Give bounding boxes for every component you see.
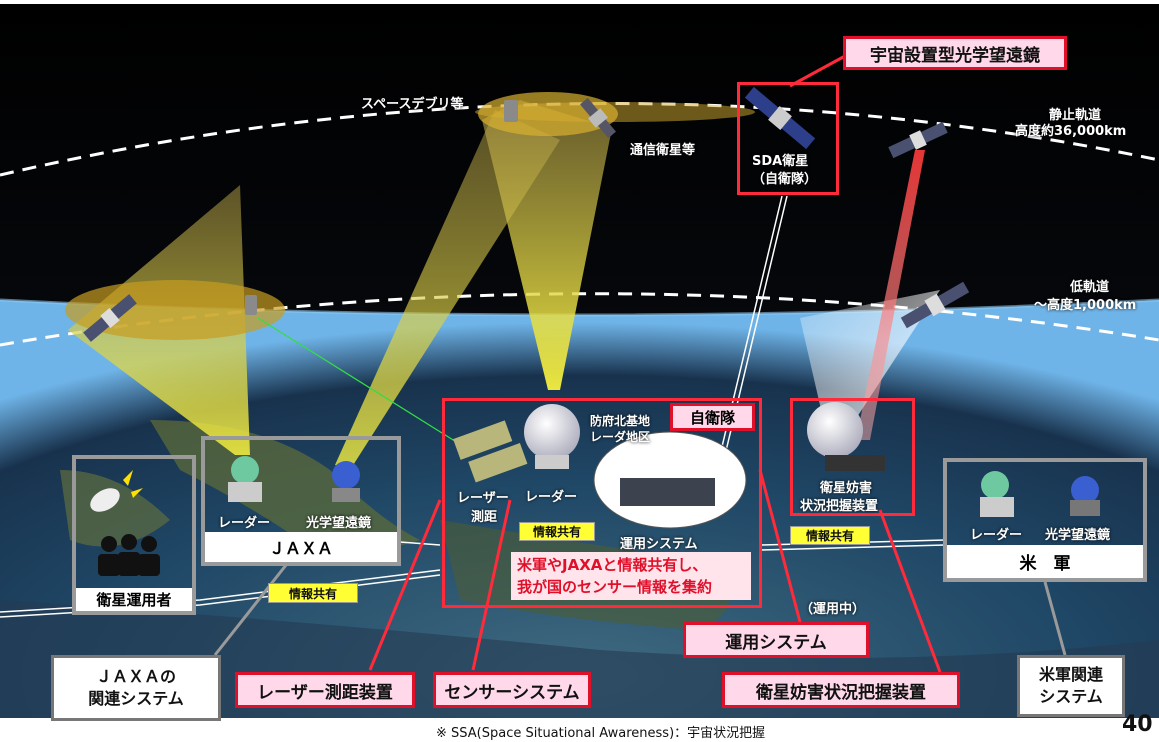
laser-label: レーザー bbox=[457, 491, 509, 506]
callout-space-telescope: 宇宙設置型光学望遠鏡 bbox=[843, 36, 1067, 70]
ops-system-label: 運用システム bbox=[620, 537, 698, 552]
usf-related-line1: 米軍関連 bbox=[1038, 665, 1103, 685]
in-operation-label: （運用中） bbox=[800, 602, 866, 617]
footnote: ※ SSA(Space Situational Awareness)：宇宙状況把… bbox=[436, 726, 766, 741]
ranging-label: 測距 bbox=[471, 510, 498, 525]
geo-altitude-label: 高度約36,000km bbox=[1015, 124, 1127, 139]
info-share-jsdf: 情報共有 bbox=[519, 522, 595, 541]
sat-operator-frame bbox=[72, 455, 196, 615]
usf-related-line2: システム bbox=[1039, 687, 1103, 706]
callout-interference-device: 衛星妨害状況把握装置 bbox=[722, 672, 960, 708]
usf-frame bbox=[943, 458, 1147, 582]
sat-operator-name: 衛星運用者 bbox=[76, 588, 192, 611]
sda-sat-sub-label: （自衛隊） bbox=[752, 172, 818, 187]
jaxa-related-line2: 関連システム bbox=[88, 689, 184, 708]
jsdf-tag: 自衛隊 bbox=[670, 403, 755, 431]
sda-satellite-frame bbox=[737, 82, 839, 195]
info-share-usf: 情報共有 bbox=[790, 526, 870, 545]
jaxa-optical-label: 光学望遠鏡 bbox=[306, 516, 372, 531]
usf-name: 米 軍 bbox=[947, 545, 1143, 578]
usf-optical-label: 光学望遠鏡 bbox=[1045, 528, 1111, 543]
comm-sat-label: 通信衛星等 bbox=[630, 143, 696, 158]
callout-ops-system: 運用システム bbox=[683, 622, 869, 658]
jaxa-frame bbox=[201, 436, 401, 566]
jsdf-frame bbox=[442, 398, 762, 608]
hofu-radar-area-label: レーダ地区 bbox=[590, 430, 651, 444]
page-number: 40 bbox=[1122, 712, 1153, 737]
interference-device-frame bbox=[790, 398, 915, 516]
space-debris-label: スペースデブリ等 bbox=[361, 97, 464, 112]
jaxa-related-line1: ＪＡＸＡの bbox=[95, 667, 176, 687]
callout-usf-related: 米軍関連 システム bbox=[1017, 655, 1125, 717]
jaxa-name: ＪＡＸＡ bbox=[205, 532, 397, 562]
info-share-jaxa: 情報共有 bbox=[268, 583, 358, 603]
jaxa-radar-label: レーダー bbox=[218, 516, 271, 531]
jsdf-radar-label: レーダー bbox=[525, 490, 578, 505]
callout-laser-ranging: レーザー測距装置 bbox=[235, 672, 415, 708]
people-icon bbox=[94, 530, 164, 582]
leo-orbit-label: 低軌道 bbox=[1070, 280, 1110, 295]
usf-radar-label: レーダー bbox=[970, 528, 1023, 543]
interference-label-1: 衛星妨害 bbox=[820, 481, 873, 496]
callout-jaxa-related: ＪＡＸＡの 関連システム bbox=[51, 655, 221, 721]
sda-sat-label: SDA衛星 bbox=[752, 154, 809, 169]
interference-label-2: 状況把握装置 bbox=[800, 499, 879, 514]
sharing-message: 米軍やJAXAと情報共有し、 我が国のセンサー情報を集約 bbox=[511, 552, 751, 600]
geo-orbit-label: 静止軌道 bbox=[1049, 108, 1102, 123]
callout-sensor-system: センサーシステム bbox=[433, 672, 591, 708]
sharing-message-line1: 米軍やJAXAと情報共有し、 bbox=[517, 556, 708, 574]
sharing-message-line2: 我が国のセンサー情報を集約 bbox=[517, 578, 713, 596]
leo-altitude-label: ～高度1,000km bbox=[1034, 298, 1137, 313]
hofu-base-label: 防府北基地 bbox=[590, 414, 651, 428]
dish-antenna-icon bbox=[83, 470, 143, 512]
